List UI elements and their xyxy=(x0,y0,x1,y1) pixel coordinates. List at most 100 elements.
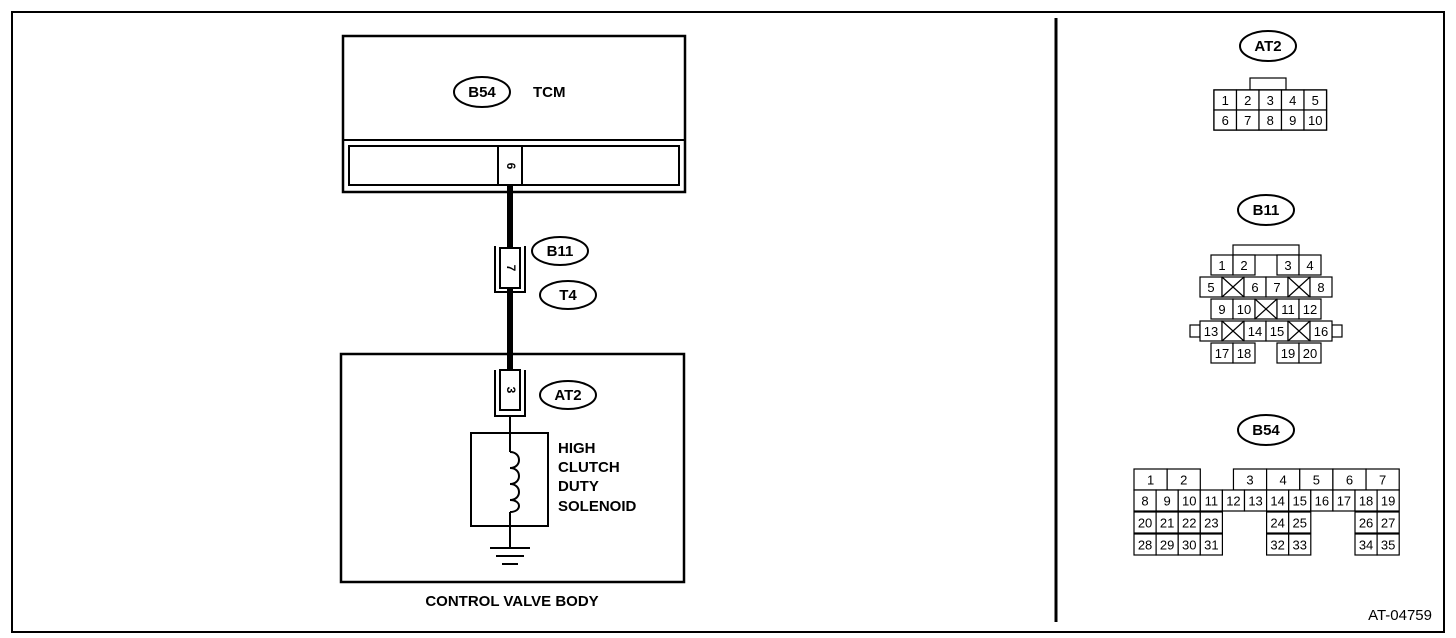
b54-pin-19-cell xyxy=(1376,489,1400,512)
b11-pin-13: 13 xyxy=(1204,324,1218,339)
b54-pin-24: 24 xyxy=(1270,516,1284,531)
b54-pin-10: 10 xyxy=(1182,494,1196,509)
b54-pin-13: 13 xyxy=(1248,494,1262,509)
b54-pin-32: 32 xyxy=(1270,538,1284,553)
b11-pin-6: 6 xyxy=(1251,280,1258,295)
solenoid-label-line3: DUTY xyxy=(558,478,599,495)
b54-pin-31-cell xyxy=(1199,533,1224,556)
b11-t4-inline-connector: 7 B11 T4 xyxy=(494,236,597,310)
b54-pin-30: 30 xyxy=(1182,538,1196,553)
b11-pin-19: 19 xyxy=(1281,346,1295,361)
b54-pin-22: 22 xyxy=(1182,516,1196,531)
b11-pin-7: 7 xyxy=(1273,280,1280,295)
b11-pin-label: 7 xyxy=(504,265,518,272)
at2-view-oval xyxy=(1239,30,1297,62)
b54-pin-25-cell xyxy=(1288,511,1312,534)
b11-pin-4: 4 xyxy=(1306,258,1313,273)
b11-view-oval xyxy=(1237,194,1295,226)
solenoid-box xyxy=(470,432,549,527)
at2-pin-9: 9 xyxy=(1289,113,1296,128)
at2-pin-3: 3 xyxy=(1267,93,1274,108)
b54-pin-35: 35 xyxy=(1381,538,1395,553)
at2-pin-8: 8 xyxy=(1267,113,1274,128)
b54-pin-9: 9 xyxy=(1164,494,1171,509)
at2-view-lock xyxy=(1249,77,1287,91)
b54-pin-6: 6 xyxy=(1346,473,1353,488)
at2-pin-6: 6 xyxy=(1222,113,1229,128)
solenoid-label-line4: SOLENOID xyxy=(558,498,637,515)
b11-pin-1: 1 xyxy=(1218,258,1225,273)
b54-pin-27: 27 xyxy=(1381,516,1395,531)
b54-pin-26: 26 xyxy=(1359,516,1373,531)
b54-pin-34: 34 xyxy=(1359,538,1373,553)
b11-pin-16: 16 xyxy=(1314,324,1328,339)
at2-pin-4: 4 xyxy=(1289,93,1296,108)
b54-pin-5: 5 xyxy=(1313,473,1320,488)
b54-pin-7: 7 xyxy=(1379,473,1386,488)
b54-pin-23-cell xyxy=(1199,511,1224,534)
b54-view-title: B54 xyxy=(1252,422,1280,439)
solenoid-label-line2: CLUTCH xyxy=(558,459,620,476)
b11-pin-4-cell xyxy=(1298,254,1322,276)
b54-pin-12: 12 xyxy=(1226,494,1240,509)
b54-pin-29: 29 xyxy=(1160,538,1174,553)
b54-pin-3: 3 xyxy=(1246,473,1253,488)
solenoid-label-line1: HIGH xyxy=(558,440,596,457)
at2-pin-5: 5 xyxy=(1312,93,1319,108)
b54-pin-11: 11 xyxy=(1205,494,1219,509)
b54-connector-label: B54 xyxy=(468,84,496,101)
b54-pin-31: 31 xyxy=(1204,538,1218,553)
b54-pin-15: 15 xyxy=(1293,494,1307,509)
at2-pin-10-cell xyxy=(1303,109,1328,131)
t4-connector-label: T4 xyxy=(559,287,577,304)
at2-pin-7: 7 xyxy=(1244,113,1251,128)
at2-view-title: AT2 xyxy=(1254,38,1281,55)
b54-pin-8: 8 xyxy=(1141,494,1148,509)
at2-pin-1: 1 xyxy=(1222,93,1229,108)
b54-pin-21: 21 xyxy=(1160,516,1174,531)
control-valve-body-label: CONTROL VALVE BODY xyxy=(425,593,598,610)
b54-pin-4: 4 xyxy=(1280,473,1287,488)
b54-pin-14: 14 xyxy=(1270,494,1284,509)
b11-pin-10: 10 xyxy=(1237,302,1251,317)
b11-pin-20-cell xyxy=(1298,342,1322,364)
b54-pin-25: 25 xyxy=(1293,516,1307,531)
tcm-unit: 6 B54 TCM xyxy=(341,34,687,194)
at2-connector-label: AT2 xyxy=(554,387,581,404)
b11-pin-18-cell xyxy=(1232,342,1256,364)
b54-pin-18: 18 xyxy=(1359,494,1373,509)
at2-pin-2: 2 xyxy=(1244,93,1251,108)
b11-pin-8: 8 xyxy=(1317,280,1324,295)
b11-connector-label: B11 xyxy=(547,243,574,260)
b11-pin-11: 11 xyxy=(1281,302,1295,317)
b54-pin-17: 17 xyxy=(1337,494,1351,509)
b54-pin-1: 1 xyxy=(1147,473,1154,488)
ground-icon xyxy=(490,547,530,565)
b11-pin-2: 2 xyxy=(1240,258,1247,273)
b11-pin-18: 18 xyxy=(1237,346,1251,361)
b54-pin-33-cell xyxy=(1288,533,1312,556)
t4-connector-oval xyxy=(539,280,597,310)
b54-connector-oval xyxy=(453,76,511,108)
b54-pin-23: 23 xyxy=(1204,516,1218,531)
b54-pin-20: 20 xyxy=(1138,516,1152,531)
b54-pin-19: 19 xyxy=(1381,494,1395,509)
b11-pin-9: 9 xyxy=(1218,302,1225,317)
tcm-pin-cell xyxy=(497,145,523,186)
at2-connector-oval xyxy=(539,380,597,410)
figure-id: AT-04759 xyxy=(1368,607,1432,624)
b11-pin-12: 12 xyxy=(1303,302,1317,317)
b11-pin-17: 17 xyxy=(1215,346,1229,361)
b54-view-oval xyxy=(1237,414,1295,446)
b11-pin-20: 20 xyxy=(1303,346,1317,361)
b11-connector-oval xyxy=(531,236,589,266)
at2-pin-10: 10 xyxy=(1308,113,1322,128)
b11-pin-14: 14 xyxy=(1248,324,1262,339)
b54-pin-27-cell xyxy=(1376,511,1400,534)
